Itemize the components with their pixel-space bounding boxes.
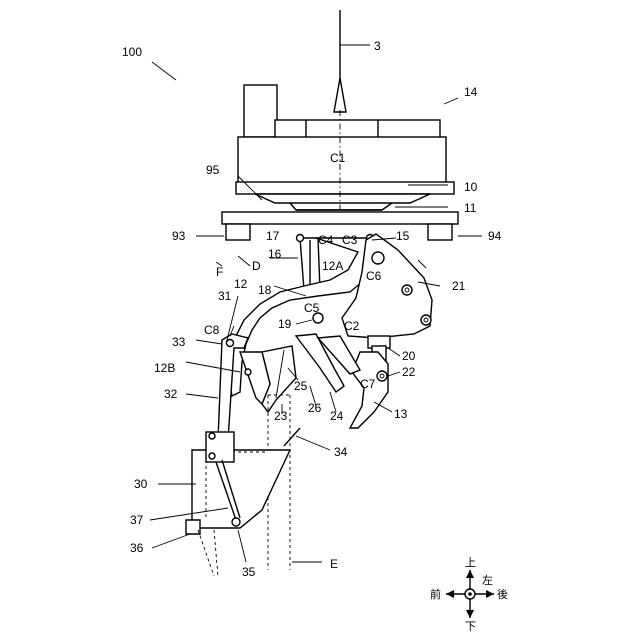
base-plate — [222, 212, 458, 240]
label-15: 15 — [396, 229, 410, 243]
label-c2: C2 — [344, 319, 360, 333]
label-37: 37 — [130, 513, 144, 527]
label-c7: C7 — [360, 377, 376, 391]
label-d: D — [252, 259, 261, 273]
bucket-30 — [186, 428, 300, 576]
label-13: 13 — [394, 407, 408, 421]
label-31: 31 — [218, 289, 232, 303]
label-14: 14 — [464, 85, 478, 99]
label-24: 24 — [330, 409, 344, 423]
label-100: 100 — [122, 45, 142, 59]
label-25: 25 — [294, 379, 308, 393]
label-c8: C8 — [204, 323, 220, 337]
tines — [240, 334, 360, 412]
label-18: 18 — [258, 283, 272, 297]
compass-left: 左 — [482, 574, 493, 587]
label-21: 21 — [452, 279, 466, 293]
label-93: 93 — [172, 229, 186, 243]
label-26: 26 — [308, 401, 322, 415]
label-95: 95 — [206, 163, 220, 177]
label-10: 10 — [464, 180, 478, 194]
label-19: 19 — [278, 317, 292, 331]
label-17: 17 — [266, 229, 280, 243]
label-33: 33 — [172, 335, 186, 349]
wire-rope — [334, 10, 370, 112]
label-16: 16 — [268, 247, 282, 261]
label-34: 34 — [334, 445, 348, 459]
label-12a: 12A — [322, 259, 343, 273]
label-c3: C3 — [342, 233, 358, 247]
label-12b: 12B — [154, 361, 175, 375]
label-3: 3 — [374, 39, 381, 53]
compass-back: 後 — [497, 587, 508, 601]
label-94: 94 — [488, 229, 502, 243]
label-12: 12 — [234, 277, 248, 291]
compass-down: 下 — [465, 620, 476, 633]
label-e: E — [330, 557, 338, 571]
label-36: 36 — [130, 541, 144, 555]
label-c1: C1 — [330, 151, 346, 165]
compass-up: 上 — [465, 556, 476, 569]
label-20: 20 — [402, 349, 416, 363]
label-35: 35 — [242, 565, 256, 579]
label-32: 32 — [164, 387, 178, 401]
label-f: F — [216, 265, 223, 279]
compass-front: 前 — [430, 587, 441, 601]
label-c5: C5 — [304, 301, 320, 315]
label-c6: C6 — [366, 269, 382, 283]
label-30: 30 — [134, 477, 148, 491]
label-22: 22 — [402, 365, 416, 379]
label-23: 23 — [274, 409, 288, 423]
label-11: 11 — [464, 201, 477, 215]
label-c4: C4 — [318, 233, 334, 247]
